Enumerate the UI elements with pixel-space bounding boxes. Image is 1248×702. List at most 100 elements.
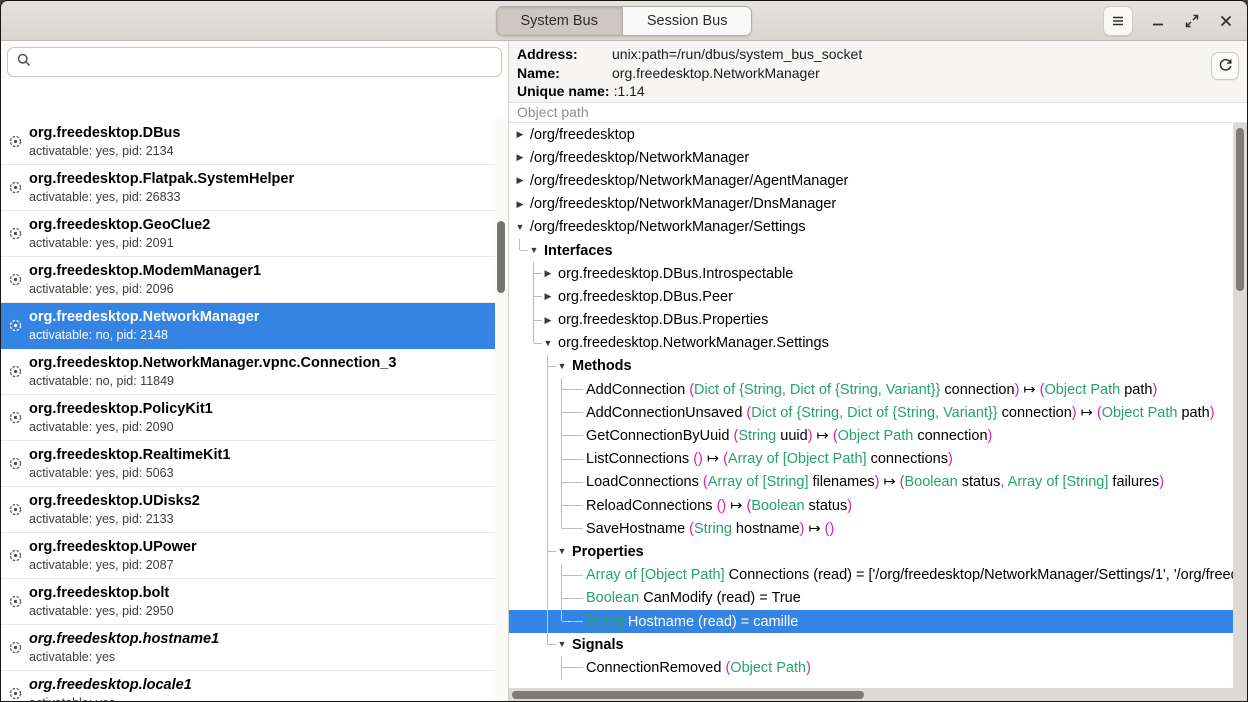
expander-collapsed-icon[interactable]: ▶: [516, 152, 524, 163]
expander-collapsed-icon[interactable]: ▶: [516, 175, 524, 186]
tree-guide: [568, 448, 583, 471]
tree-row-text: Interfaces: [544, 242, 613, 259]
scrollbar-corner: [1233, 688, 1247, 701]
service-row[interactable]: org.freedesktop.UDisks2 activatable: yes,…: [1, 487, 495, 533]
tree-row[interactable]: ▶ /org/freedesktop/NetworkManager/AgentMa…: [509, 169, 1233, 192]
tree-row-text: org.freedesktop.DBus.Properties: [558, 312, 769, 329]
service-row[interactable]: org.freedesktop.locale1activatable: yes: [1, 671, 495, 701]
tree-guide: [568, 610, 583, 633]
unique-name-value: :1.14: [613, 83, 645, 100]
dbus-service-icon: [8, 410, 23, 430]
expander-expanded-icon[interactable]: ▼: [543, 337, 553, 348]
expander-collapsed-icon[interactable]: ▶: [516, 129, 524, 140]
service-detail: activatable: yes, pid: 2087: [29, 558, 174, 572]
tree-row[interactable]: ▼/org/freedesktop/NetworkManager/Setting…: [509, 216, 1233, 239]
tree-guide: [541, 470, 555, 494]
tree-row[interactable]: ConnectionRemoved (Object Path): [509, 656, 1233, 680]
sidebar-scrollbar-track[interactable]: [495, 119, 508, 701]
expander-expanded-icon[interactable]: ▼: [557, 639, 567, 650]
name-value: org.freedesktop.NetworkManager: [612, 64, 820, 81]
tab-system-bus[interactable]: System Bus: [496, 6, 622, 35]
close-button[interactable]: [1217, 12, 1235, 30]
expander-expanded-icon[interactable]: ▼: [557, 546, 567, 557]
tree-row[interactable]: Boolean CanModify (read) = True: [509, 586, 1233, 610]
tree-row[interactable]: ListConnections () ↦ (Array of [Object P…: [509, 447, 1233, 471]
minimize-button[interactable]: [1149, 12, 1167, 30]
tree-row-text: LoadConnections (Array of [String] filen…: [586, 474, 1165, 491]
service-detail: activatable: yes, pid: 26833: [29, 190, 181, 204]
tree-row[interactable]: ▶/org/freedesktop: [509, 123, 1233, 146]
search-row: [1, 41, 508, 79]
tab-session-bus[interactable]: Session Bus: [621, 6, 752, 35]
tree-row[interactable]: AddConnection (Dict of {String, Dict of …: [509, 378, 1233, 402]
tree-row[interactable]: GetConnectionByUuid (String uuid) ↦ (Obj…: [509, 424, 1233, 448]
tree-row-text: /org/freedesktop/NetworkManager/AgentMan…: [530, 172, 849, 189]
tree-guide: [513, 378, 527, 401]
menu-button[interactable]: [1103, 6, 1133, 36]
tree-row-text: /org/freedesktop/NetworkManager/DnsManag…: [530, 196, 837, 213]
tree-guide: [527, 587, 541, 610]
tree-row[interactable]: ▶/org/freedesktop/NetworkManager: [509, 146, 1233, 169]
tree-guide: [568, 471, 583, 494]
tree-hscrollbar-thumb[interactable]: [512, 691, 864, 699]
expander-expanded-icon[interactable]: ▼: [529, 245, 539, 256]
tree-row[interactable]: ▶ org.freedesktop.DBus.Properties: [509, 308, 1233, 332]
tree-row-text: Properties: [572, 543, 644, 560]
tree-vscrollbar-track[interactable]: [1233, 123, 1247, 688]
tree-row[interactable]: Array of [Object Path] Connections (read…: [509, 563, 1233, 587]
search-input[interactable]: [38, 54, 493, 70]
tree-row[interactable]: ▶ /org/freedesktop/NetworkManager/DnsMana…: [509, 193, 1233, 216]
tree-row[interactable]: ReloadConnections () ↦ (Boolean status): [509, 494, 1233, 518]
refresh-button[interactable]: [1211, 52, 1239, 80]
service-row[interactable]: org.freedesktop.NetworkManager.vpnc.Conn…: [1, 349, 495, 395]
expander-collapsed-icon[interactable]: ▶: [516, 198, 524, 209]
tree-row[interactable]: String Hostname (read) = camille: [509, 609, 1233, 634]
sidebar-scrollbar-thumb[interactable]: [497, 221, 505, 293]
service-detail: activatable: yes, pid: 2133: [29, 512, 174, 526]
maximize-icon: [1184, 13, 1200, 29]
search-entry[interactable]: [7, 47, 502, 77]
tree-row[interactable]: LoadConnections (Array of [String] filen…: [509, 470, 1233, 494]
tree-guide: [568, 517, 583, 540]
tree-row-text: Boolean CanModify (read) = True: [586, 590, 801, 607]
expander-collapsed-icon[interactable]: ▶: [544, 291, 552, 302]
tree-row[interactable]: ▼org.freedesktop.NetworkManager.Settings: [509, 331, 1233, 355]
tree-guide: [527, 378, 541, 401]
tree-row[interactable]: ▼ Signals: [509, 633, 1233, 656]
tree-row[interactable]: AddConnectionUnsaved (Dict of {String, D…: [509, 401, 1233, 425]
tree-row[interactable]: ▼Methods: [509, 354, 1233, 379]
expander-expanded-icon[interactable]: ▼: [557, 360, 567, 371]
tree-row-text: Signals: [572, 636, 624, 653]
service-name: org.freedesktop.UDisks2: [29, 493, 200, 509]
tree-row[interactable]: ▼ Interfaces: [509, 238, 1233, 262]
tree-row-text: String Hostname (read) = camille: [586, 613, 799, 630]
tree-hscrollbar-track[interactable]: [509, 688, 1233, 701]
tree-guide: [527, 424, 541, 447]
tree-guide: [527, 656, 541, 679]
tree-row[interactable]: ▼ Properties: [509, 540, 1233, 564]
tree-row[interactable]: ▶org.freedesktop.DBus.Introspectable: [509, 262, 1233, 286]
maximize-button[interactable]: [1183, 12, 1201, 30]
tree-guide: [513, 656, 527, 679]
tree-row[interactable]: SaveHostname (String hostname) ↦ (): [509, 517, 1233, 541]
tree-guide: [513, 517, 527, 540]
expander-collapsed-icon[interactable]: ▶: [544, 314, 552, 325]
expander-collapsed-icon[interactable]: ▶: [544, 268, 552, 279]
expander-expanded-icon[interactable]: ▼: [515, 221, 525, 232]
tree-guide: [541, 609, 555, 634]
tree-row[interactable]: ▶org.freedesktop.DBus.Peer: [509, 285, 1233, 309]
tree-guide: [555, 517, 570, 540]
tree-vscrollbar-thumb[interactable]: [1236, 128, 1244, 291]
tree-guide: [513, 285, 527, 308]
object-path-column-header[interactable]: Object path: [509, 102, 1247, 123]
